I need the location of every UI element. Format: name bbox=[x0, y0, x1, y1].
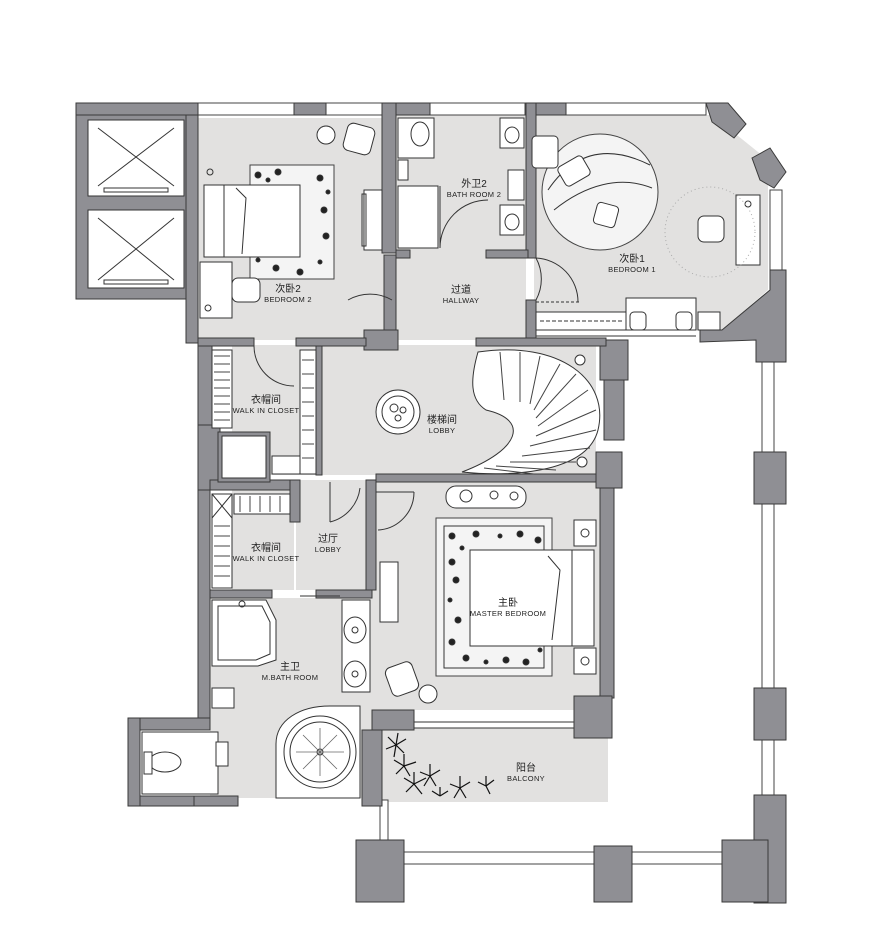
label-bedroom1-en: BEDROOM 1 bbox=[608, 265, 656, 274]
label-closet-upper-en: WALK IN CLOSET bbox=[233, 406, 300, 415]
label-balcony-en: BALCONY bbox=[507, 774, 545, 783]
label-bedroom1-cn: 次卧1 bbox=[619, 252, 645, 265]
label-closet-lower-en: WALK IN CLOSET bbox=[233, 554, 300, 563]
bedroom1-furniture bbox=[531, 133, 761, 331]
bed-bedroom2 bbox=[203, 184, 301, 258]
master-bedroom-furniture bbox=[384, 485, 597, 704]
walls bbox=[75, 102, 787, 904]
closet-lower-fittings bbox=[211, 493, 291, 589]
label-hallway-en: HALLWAY bbox=[443, 296, 480, 305]
label-closet-lower-cn: 衣帽间 bbox=[251, 541, 281, 554]
label-master-bath-en: M.BATH ROOM bbox=[262, 673, 319, 682]
label-master-bedroom-cn: 主卧 bbox=[498, 596, 518, 609]
round-bed bbox=[541, 133, 659, 251]
lower-lobby-doors bbox=[300, 482, 415, 623]
label-bedroom2-en: BEDROOM 2 bbox=[264, 295, 312, 304]
label-bathroom2-en: BATH ROOM 2 bbox=[447, 190, 501, 199]
staircase bbox=[461, 349, 601, 475]
label-master-bedroom-en: MASTER BEDROOM bbox=[470, 609, 546, 618]
label-bedroom2-cn: 次卧2 bbox=[275, 282, 301, 295]
label-stair-lobby-cn: 楼梯间 bbox=[427, 413, 457, 426]
room-labels: 次卧2 BEDROOM 2 外卫2 BATH ROOM 2 次卧1 BEDROO… bbox=[233, 178, 656, 783]
floor-balcony bbox=[382, 728, 608, 802]
label-balcony-cn: 阳台 bbox=[516, 761, 536, 774]
label-master-bath-cn: 主卫 bbox=[280, 661, 300, 673]
lobby-round-table bbox=[375, 389, 421, 435]
bedroom2-furniture bbox=[199, 122, 383, 319]
label-lobby-en: LOBBY bbox=[315, 545, 342, 554]
master-bath-fixtures bbox=[141, 599, 371, 799]
label-closet-upper-cn: 衣帽间 bbox=[251, 393, 281, 406]
bathroom2-fixtures bbox=[397, 117, 525, 249]
hallway-doors bbox=[347, 257, 580, 303]
floor-hallway bbox=[396, 255, 526, 340]
label-lobby-cn: 过厅 bbox=[318, 532, 338, 545]
label-hallway-cn: 过道 bbox=[451, 283, 471, 296]
closet-upper-fittings bbox=[211, 345, 317, 475]
label-stair-lobby-en: LOBBY bbox=[429, 426, 456, 435]
balcony-plants bbox=[385, 732, 495, 799]
label-bathroom2-cn: 外卫2 bbox=[461, 178, 487, 190]
bed-master bbox=[469, 549, 595, 647]
